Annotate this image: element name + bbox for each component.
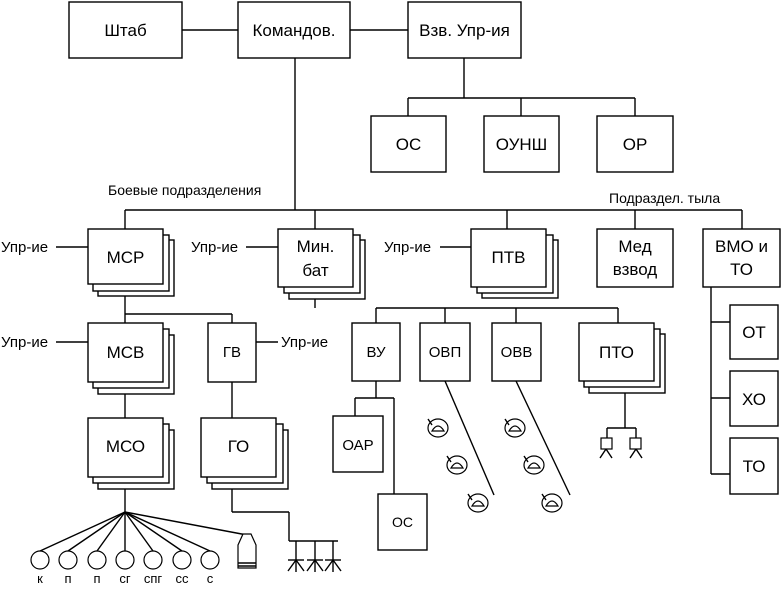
gv-label: ГВ bbox=[223, 344, 241, 361]
mso-label: МСО bbox=[106, 437, 145, 456]
ovp-label: ОВП bbox=[429, 344, 461, 361]
vmo-label-1: ВМО и bbox=[715, 237, 768, 256]
to-label: ТО bbox=[743, 457, 766, 476]
soldier-icon bbox=[115, 550, 135, 570]
msr-label: МСР bbox=[107, 248, 145, 267]
tripod-icon bbox=[287, 541, 305, 572]
vu-label: ВУ bbox=[366, 344, 386, 361]
msv-label: МСВ bbox=[107, 343, 145, 362]
vzv-upr-label: Взв. Упр-ия bbox=[419, 21, 510, 40]
tank-icon bbox=[541, 493, 563, 513]
tank-icon bbox=[446, 455, 468, 475]
box-os-bottom: ОС bbox=[377, 493, 428, 551]
vmo-label-2: ТО bbox=[730, 260, 753, 279]
soldier-icon bbox=[143, 550, 163, 570]
soldier-label: п bbox=[64, 571, 71, 586]
ho-label: ХО bbox=[742, 390, 766, 409]
soldier-label: сг bbox=[119, 571, 131, 586]
soldier-icon bbox=[58, 550, 78, 570]
box-shtab: Штаб bbox=[68, 1, 183, 59]
box-ounsh: ОУНШ bbox=[483, 115, 560, 173]
box-mso: МСО bbox=[87, 417, 175, 490]
atgm-icons bbox=[599, 437, 643, 459]
minbat-label-1: Мин. bbox=[297, 237, 335, 256]
os2-label: ОС bbox=[392, 514, 413, 530]
soldier-label: к bbox=[37, 571, 43, 586]
tripod-icon bbox=[306, 541, 324, 572]
oar-label: ОАР bbox=[342, 437, 373, 454]
box-pto: ПТО bbox=[578, 322, 666, 394]
box-oar: ОАР bbox=[332, 415, 384, 473]
minbat-label-2: бат bbox=[302, 261, 328, 280]
tank-icon bbox=[467, 493, 489, 513]
launcher-icons bbox=[287, 541, 342, 572]
box-vu: ВУ bbox=[351, 322, 401, 382]
ot-label: ОТ bbox=[742, 323, 766, 342]
or-label: ОР bbox=[623, 135, 648, 154]
komand-label: Командов. bbox=[252, 21, 335, 40]
upr-label-msr: Упр-ие bbox=[1, 239, 48, 256]
rear-units-label: Подраздел. тыла bbox=[609, 190, 720, 206]
antitank-gun-icon bbox=[629, 437, 643, 459]
box-go: ГО bbox=[200, 417, 289, 490]
upr-label-ptv: Упр-ие bbox=[384, 239, 431, 256]
soldier-icon bbox=[30, 550, 50, 570]
tripod-icon bbox=[324, 541, 342, 572]
upr-label-gv: Упр-ие bbox=[281, 334, 328, 351]
box-vmo-to: ВМО и ТО bbox=[702, 228, 781, 288]
vehicle-icon bbox=[237, 533, 257, 569]
box-gv: ГВ bbox=[207, 322, 257, 383]
box-ovp: ОВП bbox=[419, 322, 471, 382]
box-os: ОС bbox=[370, 115, 447, 173]
box-msv: МСВ bbox=[87, 322, 175, 395]
ounsh-label: ОУНШ bbox=[496, 135, 548, 154]
os-label: ОС bbox=[396, 135, 422, 154]
soldier-icon bbox=[172, 550, 192, 570]
box-to: ТО bbox=[729, 437, 779, 495]
soldier-label: спг bbox=[144, 571, 163, 586]
box-msr: МСР bbox=[87, 228, 175, 297]
upr-label-msv: Упр-ие bbox=[1, 334, 48, 351]
go-label: ГО bbox=[228, 437, 249, 456]
tank-icon bbox=[523, 455, 545, 475]
box-minbat: Мин. бат bbox=[277, 228, 366, 300]
box-komand: Командов. bbox=[237, 1, 351, 59]
soldier-label: с bbox=[207, 571, 214, 586]
soldier-icon bbox=[200, 550, 220, 570]
soldier-label: п bbox=[93, 571, 100, 586]
med-label-1: Мед bbox=[618, 237, 651, 256]
connector-lines bbox=[39, 29, 743, 552]
upr-label-minbat: Упр-ие bbox=[191, 239, 238, 256]
box-ovv: ОВВ bbox=[491, 322, 542, 382]
soldier-icons bbox=[30, 550, 220, 570]
tank-icons-ovp bbox=[427, 418, 489, 513]
tank-icon bbox=[504, 418, 526, 438]
med-label-2: взвод bbox=[613, 260, 658, 279]
antitank-gun-icon bbox=[599, 437, 613, 459]
box-or: ОР bbox=[596, 115, 674, 173]
ptv-label: ПТВ bbox=[492, 248, 526, 267]
box-med-vzvod: Мед взвод bbox=[596, 228, 674, 288]
box-ot: ОТ bbox=[729, 304, 779, 360]
soldier-label: сс bbox=[176, 571, 190, 586]
soldier-labels: к п п сг спг сс с bbox=[37, 571, 214, 586]
box-ho: ХО bbox=[729, 370, 779, 427]
shtab-label: Штаб bbox=[104, 21, 147, 40]
pto-label: ПТО bbox=[599, 343, 634, 362]
combat-units-label: Боевые подразделения bbox=[108, 182, 261, 198]
tank-icon bbox=[427, 418, 449, 438]
box-ptv: ПТВ bbox=[470, 228, 559, 299]
tank-icons-ovv bbox=[504, 418, 563, 513]
ovv-label: ОВВ bbox=[501, 344, 533, 361]
box-vzv-upr: Взв. Упр-ия bbox=[407, 1, 522, 59]
soldier-icon bbox=[87, 550, 107, 570]
